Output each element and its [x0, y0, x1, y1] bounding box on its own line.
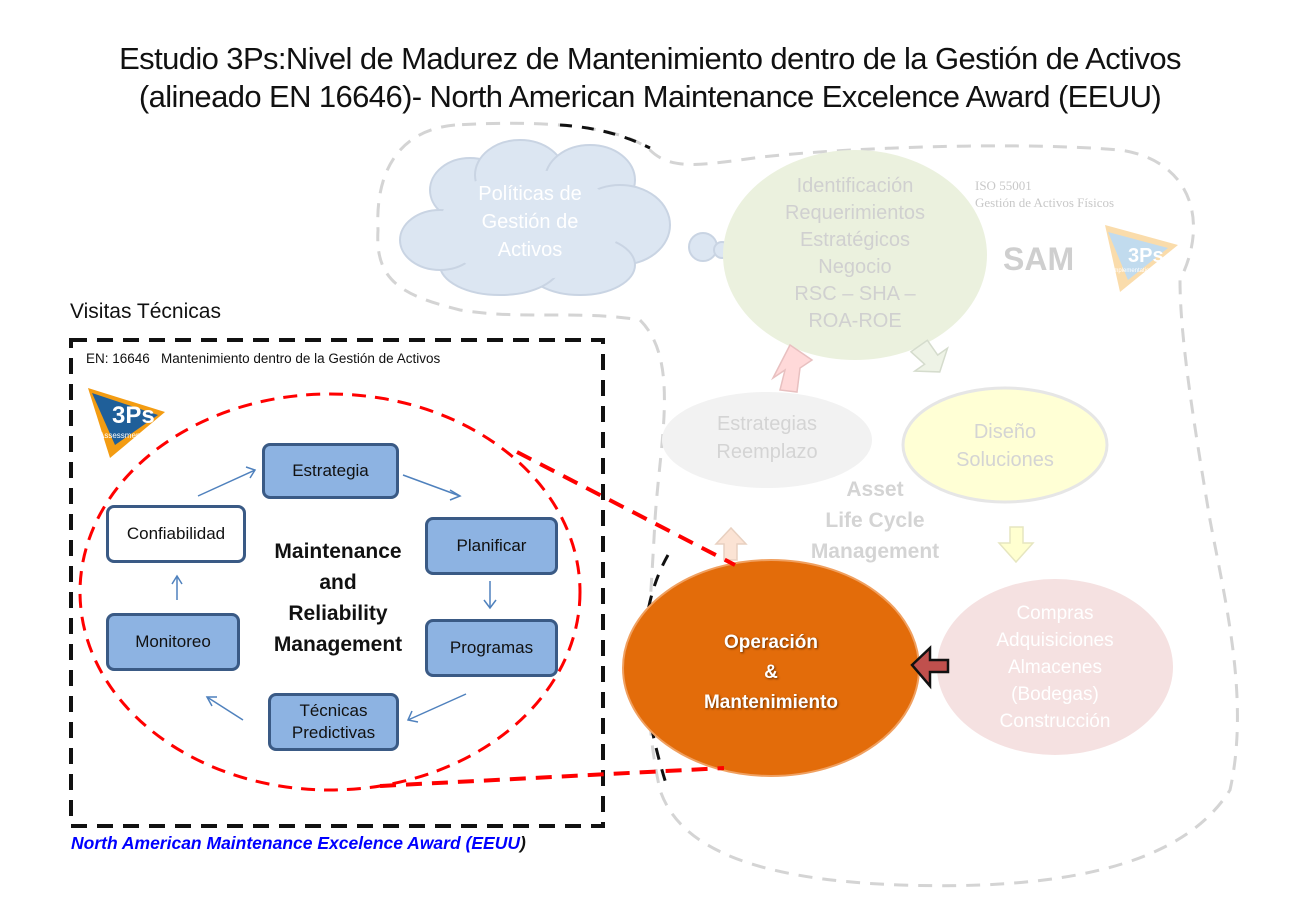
center-line: Reliability [288, 602, 388, 625]
box-estrategia: Estrategia [262, 443, 399, 499]
diseno-text: Diseño Soluciones [925, 418, 1085, 474]
svg-text:implementation: implementation [1112, 268, 1153, 274]
identificacion-line: Requerimientos [784, 202, 926, 224]
award-paren: ) [519, 833, 526, 853]
compras-line: Construcción [999, 711, 1111, 732]
svg-text:3Ps: 3Ps [112, 402, 155, 429]
lifecycle-line: Management [810, 540, 940, 563]
asset-management-boundary [376, 121, 1239, 888]
3ps-implementation-logo: 3Ps implementation [1105, 225, 1178, 292]
arrow-up-peach [714, 526, 748, 561]
box-confiabilidad: Confiabilidad [106, 505, 246, 563]
compras-text: Compras Adquisiciones Almacenes (Bodegas… [970, 600, 1140, 735]
black-dash-top [559, 123, 651, 150]
svg-text:3Ps: 3Ps [1128, 245, 1164, 267]
center-line: Maintenance [274, 540, 402, 563]
box-planificar: Planificar [425, 517, 558, 575]
arrow-down-green [909, 339, 949, 373]
identificacion-line: Estratégicos [799, 229, 911, 251]
operacion-line: Mantenimiento [703, 692, 839, 713]
lifecycle-line: Asset [846, 478, 904, 501]
box-planificar-label: Planificar [456, 536, 527, 555]
en16646-box [69, 338, 605, 828]
tecnicas-line: Predictivas [291, 723, 376, 742]
box-monitoreo: Monitoreo [106, 613, 240, 671]
identificacion-line: RSC – SHA – [794, 283, 916, 305]
tecnicas-line: Técnicas [299, 701, 368, 720]
asset-lifecycle-label: Asset Life Cycle Management [785, 474, 965, 567]
cloud-line: Activos [497, 239, 563, 261]
center-line: and [319, 571, 357, 594]
maintenance-reliability-title: Maintenance and Reliability Management [248, 536, 428, 660]
red-connector-top [516, 450, 736, 567]
arrow-down-yellow [997, 526, 1035, 564]
operacion-line: & [764, 662, 778, 683]
en16646-header: EN: 16646 Mantenimiento dentro de la Ges… [86, 351, 441, 366]
svg-text:Assessment: Assessment [99, 431, 143, 440]
operacion-text: Operación & Mantenimiento [671, 628, 871, 718]
operacion-line: Operación [724, 632, 818, 653]
estrategias-text: Estrategias Reemplazo [687, 410, 847, 466]
black-dash-arc [642, 554, 670, 791]
sam-label: SAM [1003, 241, 1075, 277]
arrow-up-red [771, 343, 814, 393]
policy-cloud [399, 139, 743, 296]
diseno-line: Diseño [973, 421, 1037, 443]
box-programas-label: Programas [449, 638, 534, 657]
arrow-left-compras [910, 645, 950, 690]
cycle-arrows [171, 466, 497, 723]
box-monitoreo-label: Monitoreo [135, 632, 211, 651]
award-text: North American Maintenance Excelence Awa… [71, 833, 520, 853]
lifecycle-line: Life Cycle [825, 509, 925, 532]
3ps-assessment-logo: 3Ps Assessment [88, 388, 165, 458]
compras-line: (Bodegas) [1011, 684, 1099, 705]
identificacion-line: Identificación [796, 175, 914, 197]
title-line-2: (alineado EN 16646)- North American Main… [138, 79, 1162, 114]
cloud-line: Políticas de [478, 183, 582, 205]
identificacion-text: Identificación Requerimientos Estratégic… [755, 173, 955, 335]
box-estrategia-label: Estrategia [292, 461, 369, 480]
compras-ellipse [937, 579, 1173, 755]
title-line-1: Estudio 3Ps:Nivel de Madurez de Mantenim… [119, 41, 1181, 76]
iso-line-2: Gestión de Activos Físicos [975, 195, 1115, 210]
identificacion-ellipse [723, 150, 987, 360]
red-connector-bottom [379, 766, 725, 788]
award-footer: North American Maintenance Excelence Awa… [71, 833, 526, 854]
red-dashed-ellipse [78, 392, 582, 792]
policy-cloud-text: Políticas de Gestión de Activos [440, 180, 620, 264]
box-programas: Programas [425, 619, 558, 677]
iso-55001-label: ISO 55001 Gestión de Activos Físicos [975, 177, 1114, 211]
identificacion-line: ROA-ROE [808, 310, 902, 332]
identificacion-line: Negocio [818, 256, 892, 278]
page-title: Estudio 3Ps:Nivel de Madurez de Mantenim… [0, 40, 1300, 116]
estrategias-line: Reemplazo [716, 441, 818, 463]
compras-line: Almacenes [1008, 657, 1102, 678]
compras-line: Compras [1016, 603, 1094, 624]
estrategias-line: Estrategias [716, 413, 818, 435]
cloud-line: Gestión de [481, 211, 579, 233]
box-confiabilidad-label: Confiabilidad [126, 524, 226, 543]
center-line: Management [273, 633, 403, 656]
iso-line-1: ISO 55001 [975, 178, 1032, 193]
compras-line: Adquisiciones [996, 630, 1114, 651]
diseno-ellipse [901, 386, 1109, 504]
estrategias-ellipse [662, 392, 872, 488]
visitas-tecnicas-label: Visitas Técnicas [70, 300, 221, 323]
diseno-line: Soluciones [956, 449, 1054, 471]
